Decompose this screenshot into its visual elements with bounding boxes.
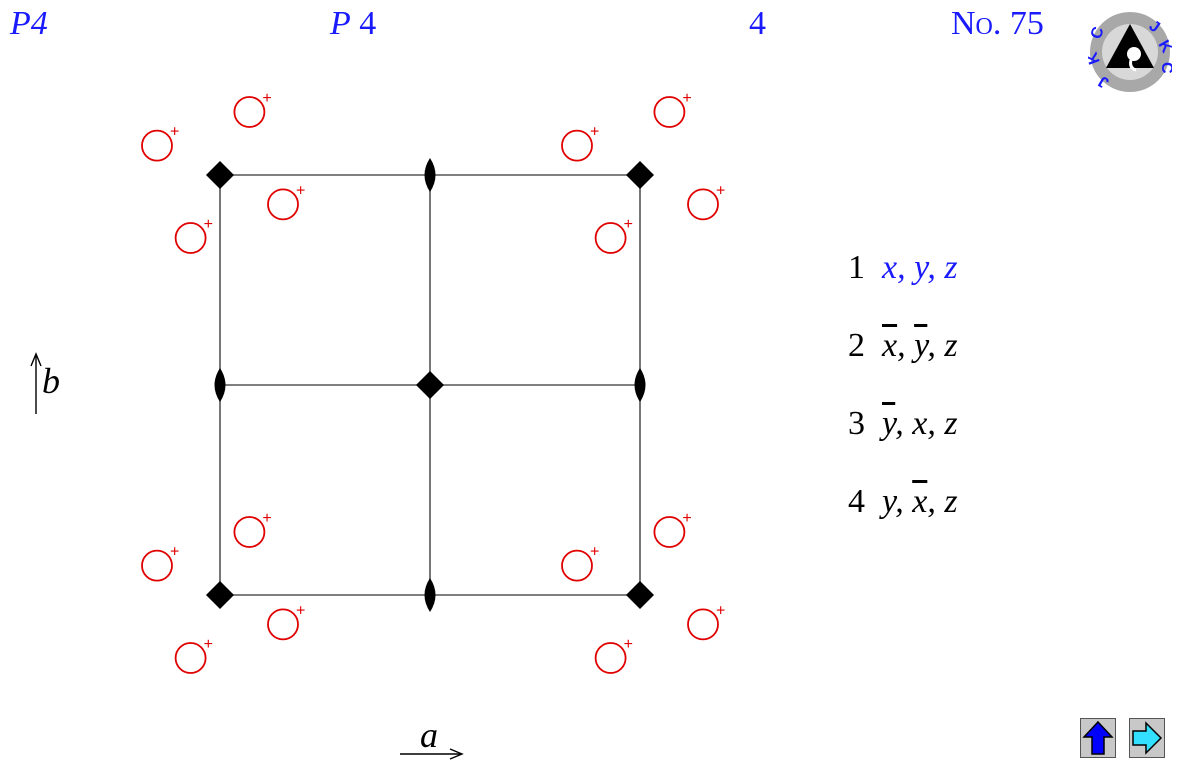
position-2-expr: x, y, z	[882, 327, 958, 364]
twofold-axis-symbol	[634, 368, 646, 402]
position-circle	[267, 188, 299, 221]
position-sign: +	[170, 124, 179, 141]
position-sign: +	[682, 90, 691, 107]
full-symbol: P 4	[330, 4, 376, 44]
twofold-axis-symbol	[214, 368, 226, 402]
position-circle	[174, 222, 207, 254]
symmetry-elements	[206, 158, 654, 612]
position-sign: +	[170, 544, 179, 561]
position-circle	[653, 96, 686, 128]
up-button[interactable]	[1080, 718, 1116, 758]
axis-arrows	[30, 352, 464, 760]
right-arrow-icon	[1132, 721, 1163, 755]
general-positions: + + + + + + + + + + + + + + + +	[141, 90, 725, 674]
point-group: 4	[749, 5, 766, 42]
position-sign: +	[682, 510, 691, 527]
full-symbol-lattice: P	[330, 5, 351, 42]
position-sign: +	[624, 636, 633, 653]
position-3-number: 3	[848, 405, 865, 442]
position-4: 4 y, x, z	[848, 482, 958, 522]
position-circle	[594, 222, 627, 254]
position-sign: +	[262, 90, 271, 107]
position-4-expr: y, x, z	[882, 483, 958, 520]
next-button[interactable]	[1129, 718, 1165, 758]
position-sign: +	[716, 182, 725, 199]
position-circle	[687, 608, 719, 641]
position-circle	[141, 129, 173, 162]
position-sign: +	[262, 510, 271, 527]
position-4-number: 4	[848, 483, 865, 520]
svg-text:C: C	[1158, 62, 1172, 74]
jkc-logo-icon: J K C J K C	[1084, 10, 1175, 94]
fourfold-axis-symbol	[626, 581, 654, 609]
fourfold-axis-symbol	[206, 161, 234, 189]
position-sign: +	[296, 602, 305, 619]
position-circle	[174, 642, 207, 674]
fourfold-axis-symbol	[626, 161, 654, 189]
position-3-expr: y, x, z	[882, 405, 958, 442]
position-2-number: 2	[848, 327, 865, 364]
position-sign: +	[590, 124, 599, 141]
position-circle	[687, 188, 719, 221]
up-arrow-icon	[1082, 720, 1114, 755]
position-circle	[594, 642, 627, 674]
position-3: 3 y, x, z	[848, 404, 958, 444]
position-1-number: 1	[848, 249, 865, 286]
b-axis-label: b	[42, 361, 60, 401]
short-symbol: P4	[10, 5, 48, 42]
twofold-axis-symbol	[424, 578, 436, 612]
position-2: 2 x, y, z	[848, 326, 958, 366]
position-sign: +	[296, 182, 305, 199]
fourfold-axis-symbol	[416, 371, 444, 399]
position-circle	[233, 96, 266, 128]
full-symbol-rest: 4	[359, 5, 377, 42]
position-circle	[561, 129, 593, 162]
position-circle	[653, 516, 686, 548]
position-1: 1 x, y, z	[848, 248, 958, 288]
position-circle	[267, 608, 299, 641]
position-sign: +	[204, 636, 213, 653]
position-circle	[233, 516, 266, 548]
space-group-number: No. 75	[951, 5, 1044, 42]
position-sign: +	[716, 602, 725, 619]
position-1-expr: x, y, z	[882, 249, 958, 286]
position-sign: +	[204, 216, 213, 233]
position-circle	[141, 549, 173, 582]
a-axis-label: a	[420, 715, 438, 755]
fourfold-axis-symbol	[206, 581, 234, 609]
position-circle	[561, 549, 593, 582]
position-sign: +	[590, 544, 599, 561]
twofold-axis-symbol	[424, 158, 436, 192]
position-sign: +	[624, 216, 633, 233]
